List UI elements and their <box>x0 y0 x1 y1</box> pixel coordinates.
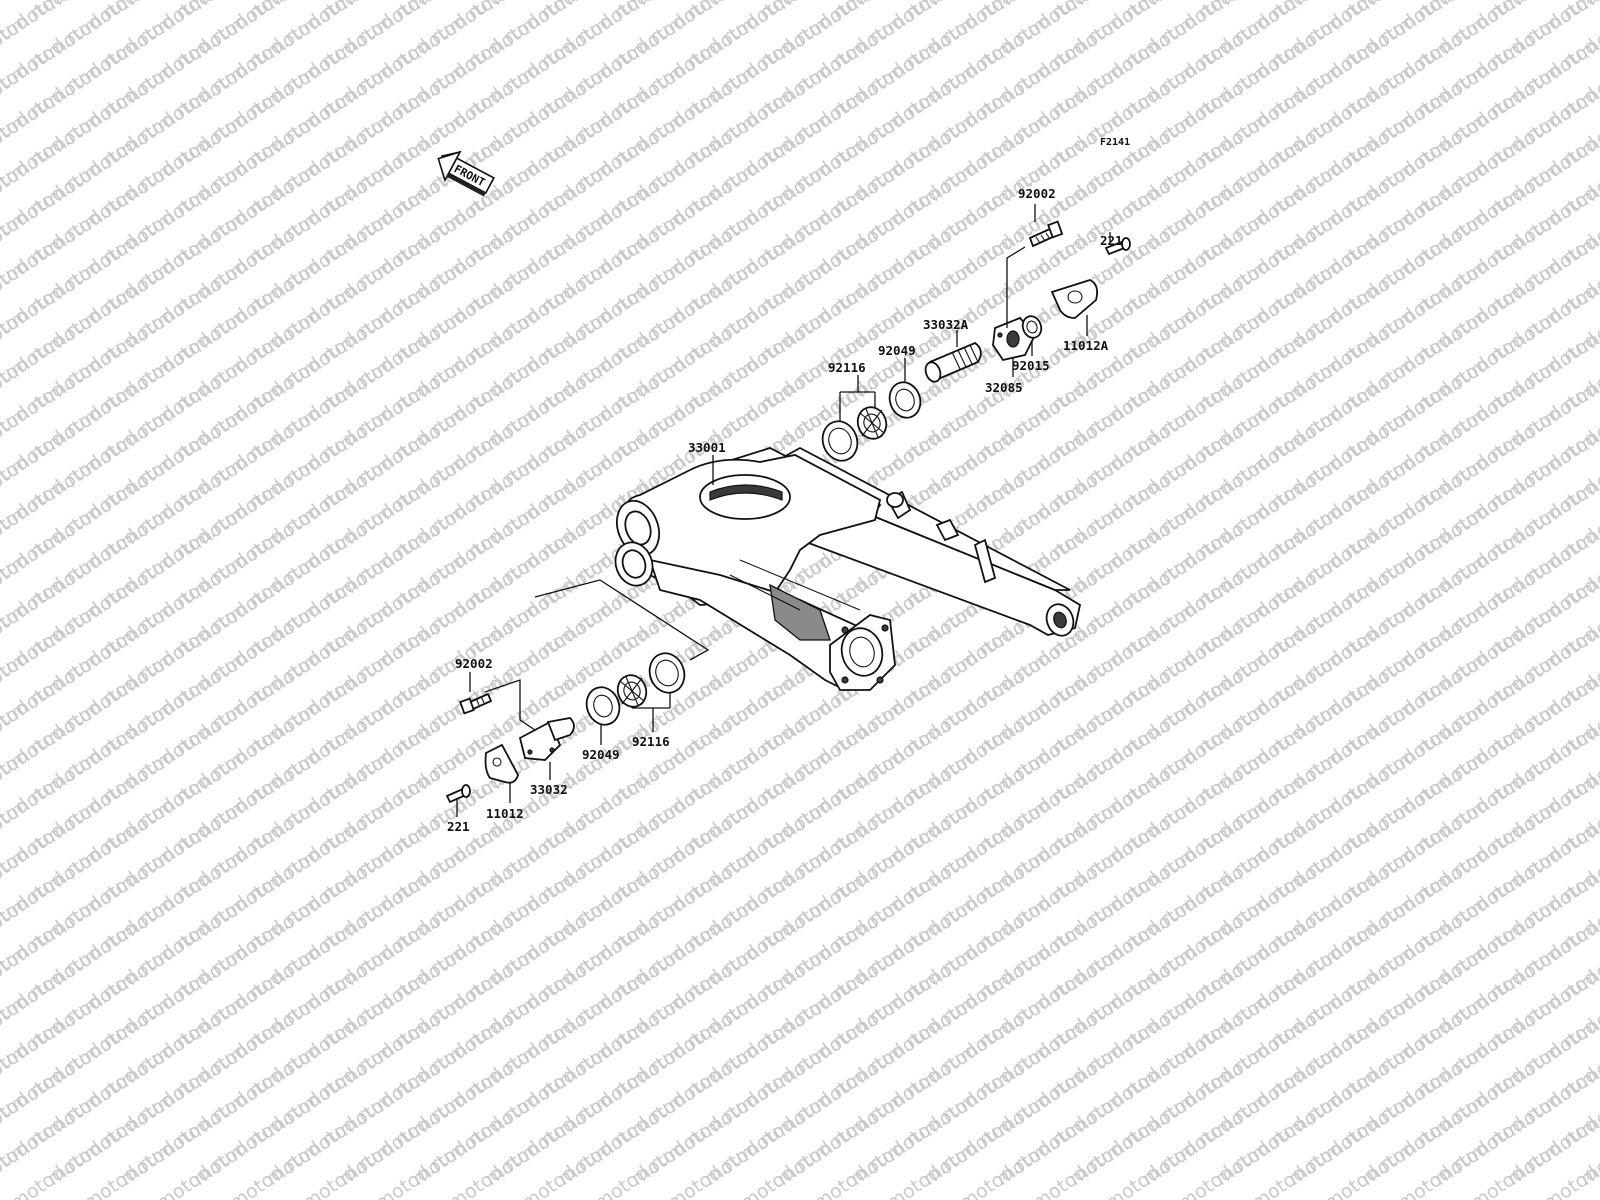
callout-seal-right: 92049 <box>878 343 916 358</box>
callout-cover-left: 11012 <box>486 806 524 821</box>
callout-pivot-shaft-right: 33032A <box>923 317 969 332</box>
callout-swingarm: 33001 <box>688 440 726 455</box>
callout-cover-right: 11012A <box>1063 338 1109 353</box>
callout-screw-left: 221 <box>447 819 470 834</box>
callout-pivot-left: 33032 <box>530 782 568 797</box>
callout-collar-right: 92015 <box>1012 358 1050 373</box>
callout-bearing-right: 92116 <box>828 360 866 375</box>
callout-seal-left: 92049 <box>582 747 620 762</box>
callout-screw-right: 221 <box>1100 233 1123 248</box>
callout-bolt-left: 92002 <box>455 656 493 671</box>
diagram-code: F2141 <box>1100 137 1130 148</box>
callout-plate-right: 32085 <box>985 380 1023 395</box>
callout-bearing-left: 92116 <box>632 734 670 749</box>
callout-bolt-right: 92002 <box>1018 186 1056 201</box>
